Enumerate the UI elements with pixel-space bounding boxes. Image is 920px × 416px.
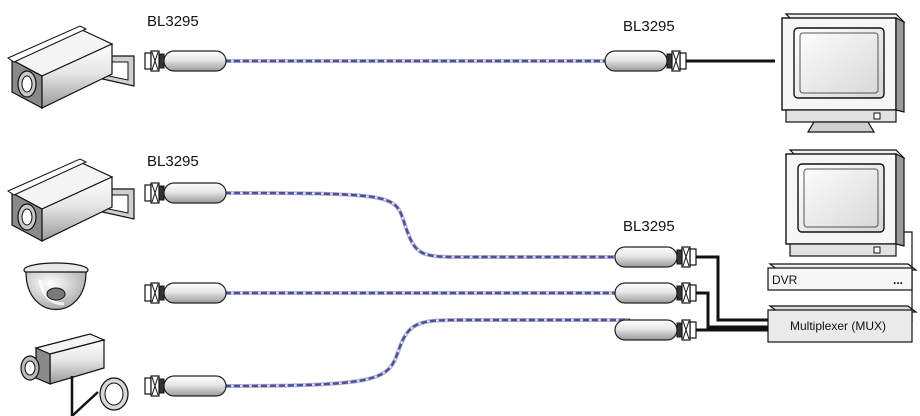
- security-camera-icon: [6, 25, 135, 109]
- bnc-connector-icon: [144, 282, 165, 304]
- balun-label-dvr: BL3295: [623, 218, 675, 235]
- bnc-connector-icon: [666, 50, 687, 72]
- twisted-pair-cable-box-camera: [224, 318, 630, 388]
- twisted-pair-strand: [224, 318, 630, 388]
- twisted-pair-strand: [224, 191, 630, 259]
- dvr-unit: DVR ...: [767, 263, 918, 291]
- multiplexer-unit: Multiplexer (MUX): [767, 305, 918, 343]
- video-balun-icon: [614, 319, 697, 341]
- balun-label-camera1: BL3295: [147, 13, 199, 30]
- bnc-connector-icon: [144, 182, 165, 204]
- security-camera-icon: [6, 158, 135, 242]
- video-balun-icon: [614, 282, 697, 304]
- dvr-label: DVR: [772, 273, 798, 287]
- coax-cable-mux-2: [696, 291, 770, 329]
- video-balun-icon: [614, 246, 697, 268]
- twisted-pair-cables: [224, 59, 630, 388]
- dvr-status-dots: ...: [893, 273, 903, 287]
- coax-cable-mux-1: [696, 255, 770, 322]
- bnc-connector-icon: [676, 282, 697, 304]
- video-balun-icon: [144, 50, 227, 72]
- video-balun-icon: [144, 282, 227, 304]
- crt-monitor-icon: [785, 149, 906, 257]
- coax-video-cables: [686, 59, 775, 332]
- bnc-connector-icon: [144, 50, 165, 72]
- video-balun-icon: [144, 375, 227, 397]
- multiplexer-label: Multiplexer (MUX): [790, 319, 886, 333]
- dome-camera-icon: [23, 262, 89, 310]
- video-balun-icon: [144, 182, 227, 204]
- twisted-pair-strand: [224, 319, 630, 387]
- bnc-connector-icon: [676, 246, 697, 268]
- box-camera-icon: [20, 333, 129, 416]
- balun-label-camera2: BL3295: [147, 153, 199, 170]
- twisted-pair-strand: [224, 192, 630, 258]
- twisted-pair-cable-camera2: [224, 191, 630, 259]
- bnc-connector-icon: [676, 319, 697, 341]
- video-balun-icon: [604, 50, 687, 72]
- balun-label-monitor: BL3295: [623, 18, 675, 35]
- bnc-connector-icon: [144, 375, 165, 397]
- crt-monitor-icon: [781, 13, 906, 133]
- monitor-signal-cable: [904, 231, 913, 322]
